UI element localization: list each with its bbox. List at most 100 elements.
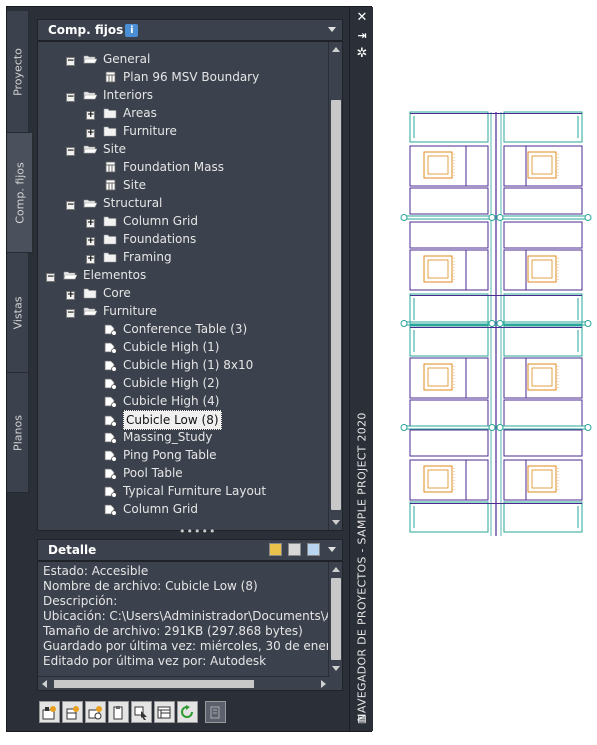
- tree-item[interactable]: Site: [86, 176, 146, 194]
- scroll-right-icon[interactable]: [321, 680, 326, 688]
- tree-vertical-scrollbar[interactable]: [328, 42, 342, 530]
- detail-horizontal-scrollbar[interactable]: [38, 676, 330, 690]
- thumbnail-icon[interactable]: [307, 543, 320, 556]
- tree-item[interactable]: Pool Table: [86, 464, 183, 482]
- tree-item-label: Conference Table (3): [123, 322, 248, 336]
- construct-icon: [105, 71, 116, 83]
- add-element-button[interactable]: [39, 701, 60, 723]
- collapse-icon[interactable]: −: [66, 146, 75, 156]
- chair: [423, 151, 453, 179]
- tree-item[interactable]: Cubicle High (4): [86, 392, 219, 410]
- tree-item[interactable]: Typical Furniture Layout: [86, 482, 266, 500]
- expand-icon[interactable]: +: [86, 128, 95, 138]
- expand-icon[interactable]: +: [86, 254, 95, 264]
- scroll-left-icon[interactable]: [42, 680, 47, 688]
- tree-item[interactable]: −Structural: [66, 194, 162, 212]
- more-button[interactable]: [205, 701, 226, 723]
- folder-icon: [103, 126, 117, 137]
- desk-bench: [409, 111, 489, 143]
- tree-item-label: Massing_Study: [123, 430, 213, 444]
- scroll-thumb[interactable]: [331, 100, 341, 510]
- detail-vertical-scrollbar[interactable]: [328, 562, 342, 676]
- info-icon[interactable]: i: [125, 24, 139, 37]
- tree-item[interactable]: +Core: [66, 284, 131, 302]
- work-surface: [409, 187, 489, 215]
- expand-icon[interactable]: +: [86, 110, 95, 120]
- work-surface: [409, 429, 489, 457]
- properties-button[interactable]: [154, 701, 175, 723]
- preview-icon[interactable]: [269, 543, 283, 556]
- select-button[interactable]: [131, 701, 152, 723]
- detail-menu-arrow-icon[interactable]: [328, 547, 336, 552]
- collapse-icon[interactable]: −: [66, 308, 75, 318]
- auto-hide-icon[interactable]: ⇥: [357, 29, 367, 42]
- tree-item-label: Areas: [123, 106, 157, 120]
- folder-icon: [103, 234, 117, 245]
- close-icon[interactable]: ✕: [356, 10, 368, 25]
- scroll-up-icon[interactable]: [332, 47, 340, 52]
- tree-item[interactable]: Ping Pong Table: [86, 446, 217, 464]
- collapse-icon[interactable]: −: [66, 56, 75, 66]
- tree-item[interactable]: Foundation Mass: [86, 158, 224, 176]
- add-construct-button[interactable]: [62, 701, 83, 723]
- tree-item[interactable]: + Framing: [86, 248, 172, 266]
- scroll-thumb[interactable]: [54, 680, 254, 688]
- details-view-icon[interactable]: [288, 543, 302, 556]
- tree-item[interactable]: − Site: [66, 140, 126, 158]
- refresh-button[interactable]: [177, 701, 198, 723]
- tree-item[interactable]: Column Grid: [86, 500, 198, 518]
- collapse-icon[interactable]: −: [66, 200, 75, 210]
- collapse-icon[interactable]: −: [66, 92, 75, 102]
- tree-item[interactable]: Cubicle Low (8): [86, 410, 222, 430]
- tree-item[interactable]: + Areas: [86, 104, 157, 122]
- detail-location: Ubicación: C:\Users\Administrador\Docume…: [43, 609, 343, 623]
- tree-item-label: Framing: [123, 250, 172, 264]
- tab-label: Proyecto: [11, 47, 24, 96]
- gear-icon[interactable]: ✲: [356, 46, 368, 61]
- tree-item[interactable]: +Column Grid: [86, 212, 198, 230]
- expand-icon[interactable]: +: [86, 218, 95, 228]
- expand-icon[interactable]: +: [86, 236, 95, 246]
- folder-open-icon: [83, 199, 97, 208]
- scroll-up-icon[interactable]: [332, 567, 340, 572]
- more-icon: [210, 706, 220, 719]
- tree-item[interactable]: +Furniture: [86, 122, 177, 140]
- palette-menu-icon[interactable]: ▤: [357, 714, 367, 725]
- chair: [527, 363, 557, 391]
- tab-vistas[interactable]: Vistas: [7, 253, 29, 373]
- tree-item[interactable]: Plan 96 MSV Boundary: [86, 68, 259, 86]
- connector-node: [400, 320, 408, 327]
- expand-icon[interactable]: +: [66, 290, 75, 300]
- clipboard-button[interactable]: [108, 701, 129, 723]
- tree-item[interactable]: Conference Table (3): [86, 320, 247, 338]
- add-element-alt-button[interactable]: [85, 701, 106, 723]
- element-icon: [104, 504, 117, 515]
- connector-node: [496, 320, 504, 327]
- tree-item[interactable]: −Furniture: [66, 302, 157, 320]
- panel-splitter[interactable]: •••••: [37, 525, 343, 539]
- tree-item[interactable]: +Foundations: [86, 230, 196, 248]
- constructs-menu-arrow-icon[interactable]: [328, 27, 336, 32]
- scroll-down-icon[interactable]: [332, 666, 340, 671]
- scroll-down-icon[interactable]: [332, 520, 340, 525]
- tree-item[interactable]: −Elementos: [46, 266, 146, 284]
- tab-planos[interactable]: Planos: [7, 373, 29, 493]
- tree-item[interactable]: Cubicle High (1) 8x10: [86, 356, 253, 374]
- tab-proyecto[interactable]: Proyecto: [7, 11, 29, 133]
- tree-item[interactable]: −Interiors: [66, 86, 153, 104]
- scroll-thumb[interactable]: [331, 578, 341, 660]
- folder-open-icon: [63, 271, 77, 280]
- folder-icon: [103, 216, 117, 227]
- tree-item[interactable]: −General: [66, 50, 150, 68]
- tree-item[interactable]: Cubicle High (2): [86, 374, 219, 392]
- tab-comp-fijos[interactable]: Comp. fijos: [7, 133, 33, 253]
- desk-bench: [409, 325, 489, 357]
- collapse-icon[interactable]: −: [46, 272, 55, 282]
- cubicle-layout: [400, 111, 592, 533]
- cubicle-return: [503, 145, 527, 187]
- tree-item-label: Site: [103, 142, 127, 156]
- tree-item[interactable]: Cubicle High (1): [86, 338, 219, 356]
- add-element-alt-icon: [88, 706, 102, 720]
- tree-item[interactable]: Massing_Study: [86, 428, 212, 446]
